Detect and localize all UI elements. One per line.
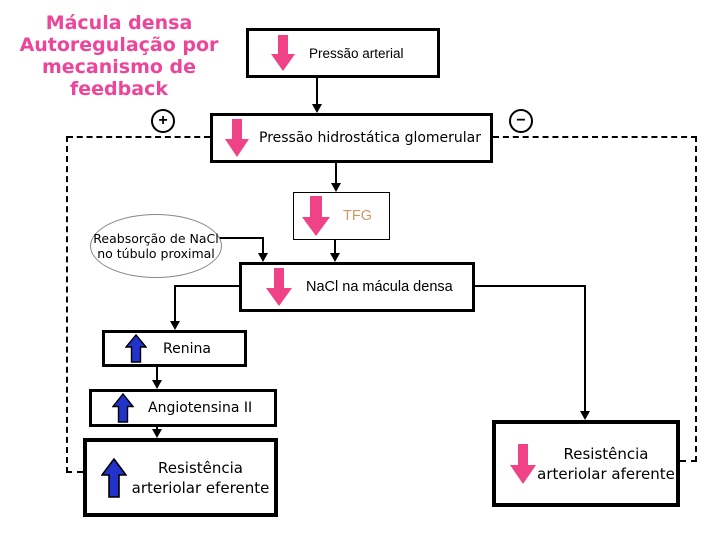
increase-arrow-icon xyxy=(112,393,134,423)
arrowhead-icon xyxy=(170,321,180,330)
connector-renina-to-angiotensina xyxy=(156,367,158,380)
title-line-2: Autoregulação por xyxy=(19,34,219,56)
arrowhead-icon xyxy=(258,253,268,262)
nacl-label: NaCl na mácula densa xyxy=(306,279,453,295)
feedback-dashed-left-top xyxy=(67,136,210,138)
resistencia-eferente-box: Resistência arteriolar eferente xyxy=(83,438,278,517)
resistencia-eferente-label: Resistência arteriolar eferente xyxy=(127,458,274,498)
tfg-box: TFG xyxy=(293,192,390,240)
reabsorcao-line-2: no túbulo proximal xyxy=(97,246,215,261)
arrowhead-icon xyxy=(152,429,162,438)
reabsorcao-ellipse: Reabsorção de NaCl no túbulo proximal xyxy=(90,214,222,278)
connector-reabsorcao-to-nacl-v xyxy=(262,237,264,253)
tfg-label: TFG xyxy=(343,208,372,224)
pressao-arterial-box: Pressão arterial xyxy=(246,28,440,78)
pressao-arterial-label: Pressão arterial xyxy=(309,45,404,61)
feedback-dashed-right-vertical xyxy=(695,136,697,462)
reabsorcao-line-1: Reabsorção de NaCl xyxy=(93,231,219,246)
arrowhead-icon xyxy=(331,183,341,192)
connector-tfg-to-nacl xyxy=(334,240,336,253)
arrowhead-icon xyxy=(580,411,590,420)
decrease-arrow-icon xyxy=(266,268,292,306)
angiotensina-label: Angiotensina II xyxy=(148,400,253,416)
resistencia-aferente-line-2: arteriolar aferente xyxy=(537,464,675,483)
connector-nacl-to-aferente-v xyxy=(584,285,586,411)
increase-arrow-icon xyxy=(125,334,147,363)
diagram-title: Mácula densa Autoregulação por mecanismo… xyxy=(8,12,230,100)
resistencia-aferente-label: Resistência arteriolar aferente xyxy=(536,444,676,484)
feedback-dashed-right-bottom xyxy=(680,460,697,462)
decrease-arrow-icon xyxy=(271,35,295,71)
minus-sign: − xyxy=(509,109,533,133)
connector-nacl-to-aferente-h xyxy=(474,285,586,287)
connector-nacl-to-renina-v xyxy=(174,285,176,321)
connector-nacl-to-renina-h xyxy=(174,285,239,287)
feedback-dashed-left-bottom xyxy=(66,471,83,473)
angiotensina-box: Angiotensina II xyxy=(89,389,277,427)
plus-sign: + xyxy=(151,109,175,133)
connector-reabsorcao-to-nacl-h xyxy=(216,237,264,239)
title-line-4: feedback xyxy=(70,78,168,100)
nacl-macula-densa-box: NaCl na mácula densa xyxy=(239,262,475,312)
connector-glomerular-to-tfg xyxy=(335,161,337,183)
title-line-1: Mácula densa xyxy=(45,12,193,34)
arrowhead-icon xyxy=(330,253,340,262)
renina-label: Renina xyxy=(163,340,211,357)
renina-box: Renina xyxy=(102,330,247,367)
pressao-hidrostatica-label: Pressão hidrostática glomerular xyxy=(259,130,482,146)
feedback-dashed-right-top xyxy=(493,136,697,138)
resistencia-eferente-line-2: arteriolar eferente xyxy=(131,478,270,497)
title-line-3: mecanismo de xyxy=(41,56,197,78)
decrease-arrow-icon xyxy=(302,196,330,236)
pressao-hidrostatica-box: Pressão hidrostática glomerular xyxy=(210,113,493,163)
resistencia-eferente-line-1: Resistência xyxy=(158,458,243,477)
increase-arrow-icon xyxy=(101,457,127,498)
arrowhead-icon xyxy=(152,380,162,389)
arrowhead-icon xyxy=(312,104,322,113)
decrease-arrow-icon xyxy=(225,119,249,157)
feedback-dashed-left-vertical xyxy=(66,136,68,473)
resistencia-aferente-line-1: Resistência xyxy=(563,444,649,463)
decrease-arrow-icon xyxy=(510,443,536,484)
resistencia-aferente-box: Resistência arteriolar aferente xyxy=(492,420,680,507)
connector-arterial-to-glomerular xyxy=(316,76,318,104)
